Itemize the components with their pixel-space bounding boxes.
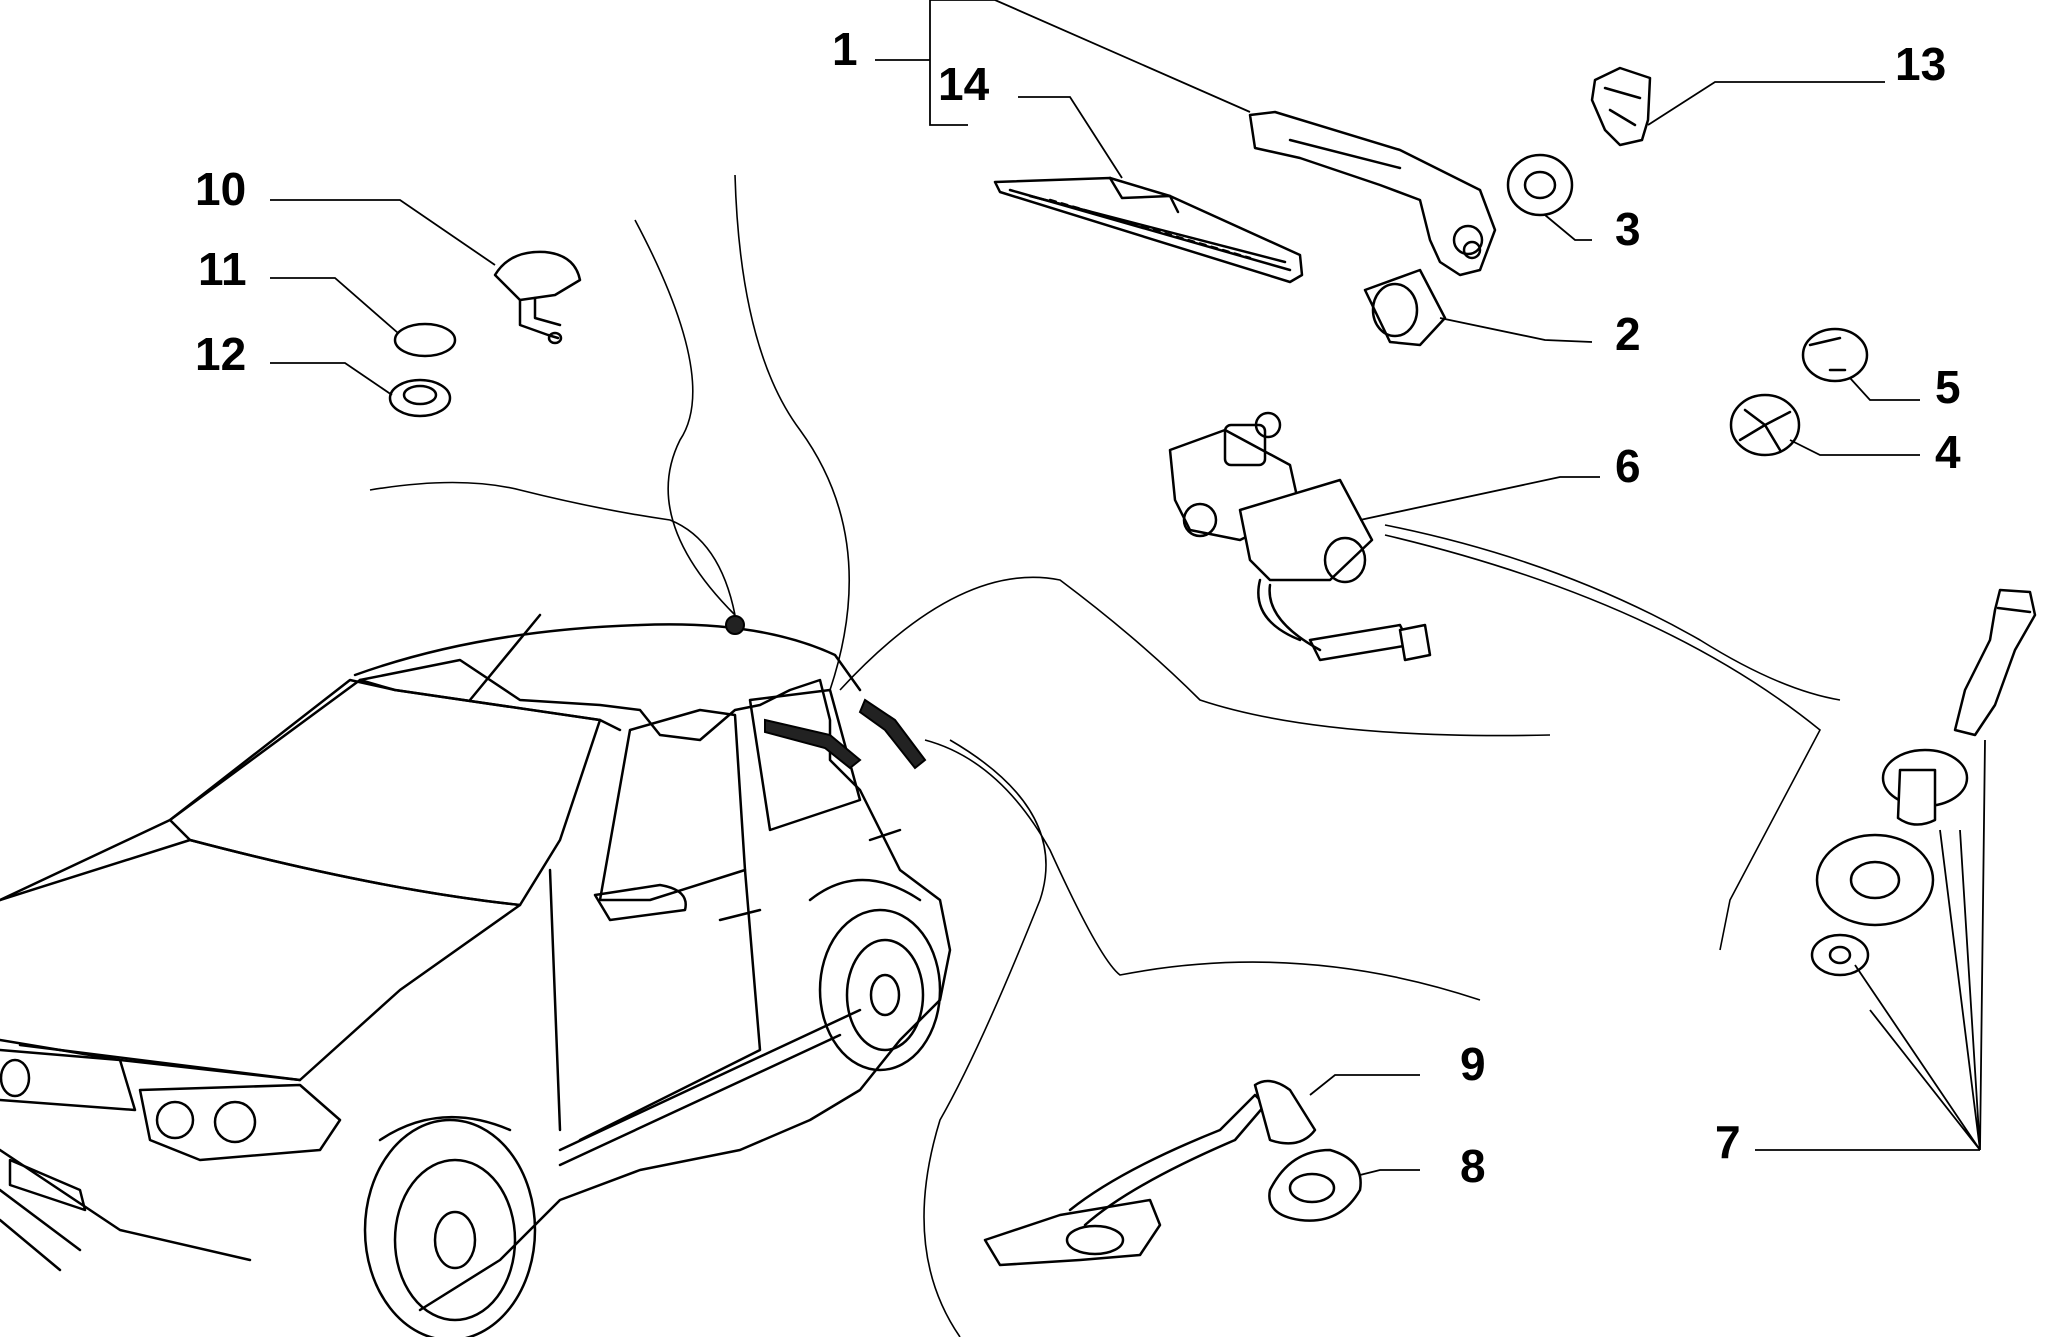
callout-13: 13 [1895,38,1946,90]
callout-6: 6 [1615,440,1641,492]
callout-14: 14 [938,58,990,110]
cover-part-13 [1590,66,1652,147]
callout-8: 8 [1460,1140,1486,1192]
gasket-part-8 [1268,1148,1362,1222]
callout-5: 5 [1935,361,1961,413]
callout-10: 10 [195,163,246,215]
callout-9: 9 [1460,1038,1486,1090]
callout-labels: 1 14 13 3 2 5 4 6 7 8 9 10 11 12 [195,23,1961,1192]
guide-curves [369,174,1841,1337]
car-illustration [0,613,952,1337]
plug-part-11 [393,322,457,358]
cap-part-2 [1363,268,1447,347]
callout-2: 2 [1615,308,1641,360]
grommet-part-12 [388,378,452,418]
callout-12: 12 [195,328,246,380]
cap-part-5 [1801,327,1869,383]
callout-11: 11 [198,243,247,295]
leader-lines [270,0,1986,1176]
wiper-blade-part-14 [993,176,1304,284]
washer-nozzle-part-10 [493,250,582,345]
wiper-motor-part-6 [1168,411,1432,662]
spindle-assembly-part-7 [1810,588,2037,977]
clip-part-4 [1729,393,1801,457]
nut-part-3 [1506,153,1574,217]
wiper-arm-part-1 [1248,110,1497,277]
callout-7: 7 [1715,1116,1741,1168]
callout-3: 3 [1615,203,1641,255]
callout-1: 1 [832,23,858,75]
washer-tube-part-9 [983,1079,1317,1267]
callout-4: 4 [1935,426,1961,478]
